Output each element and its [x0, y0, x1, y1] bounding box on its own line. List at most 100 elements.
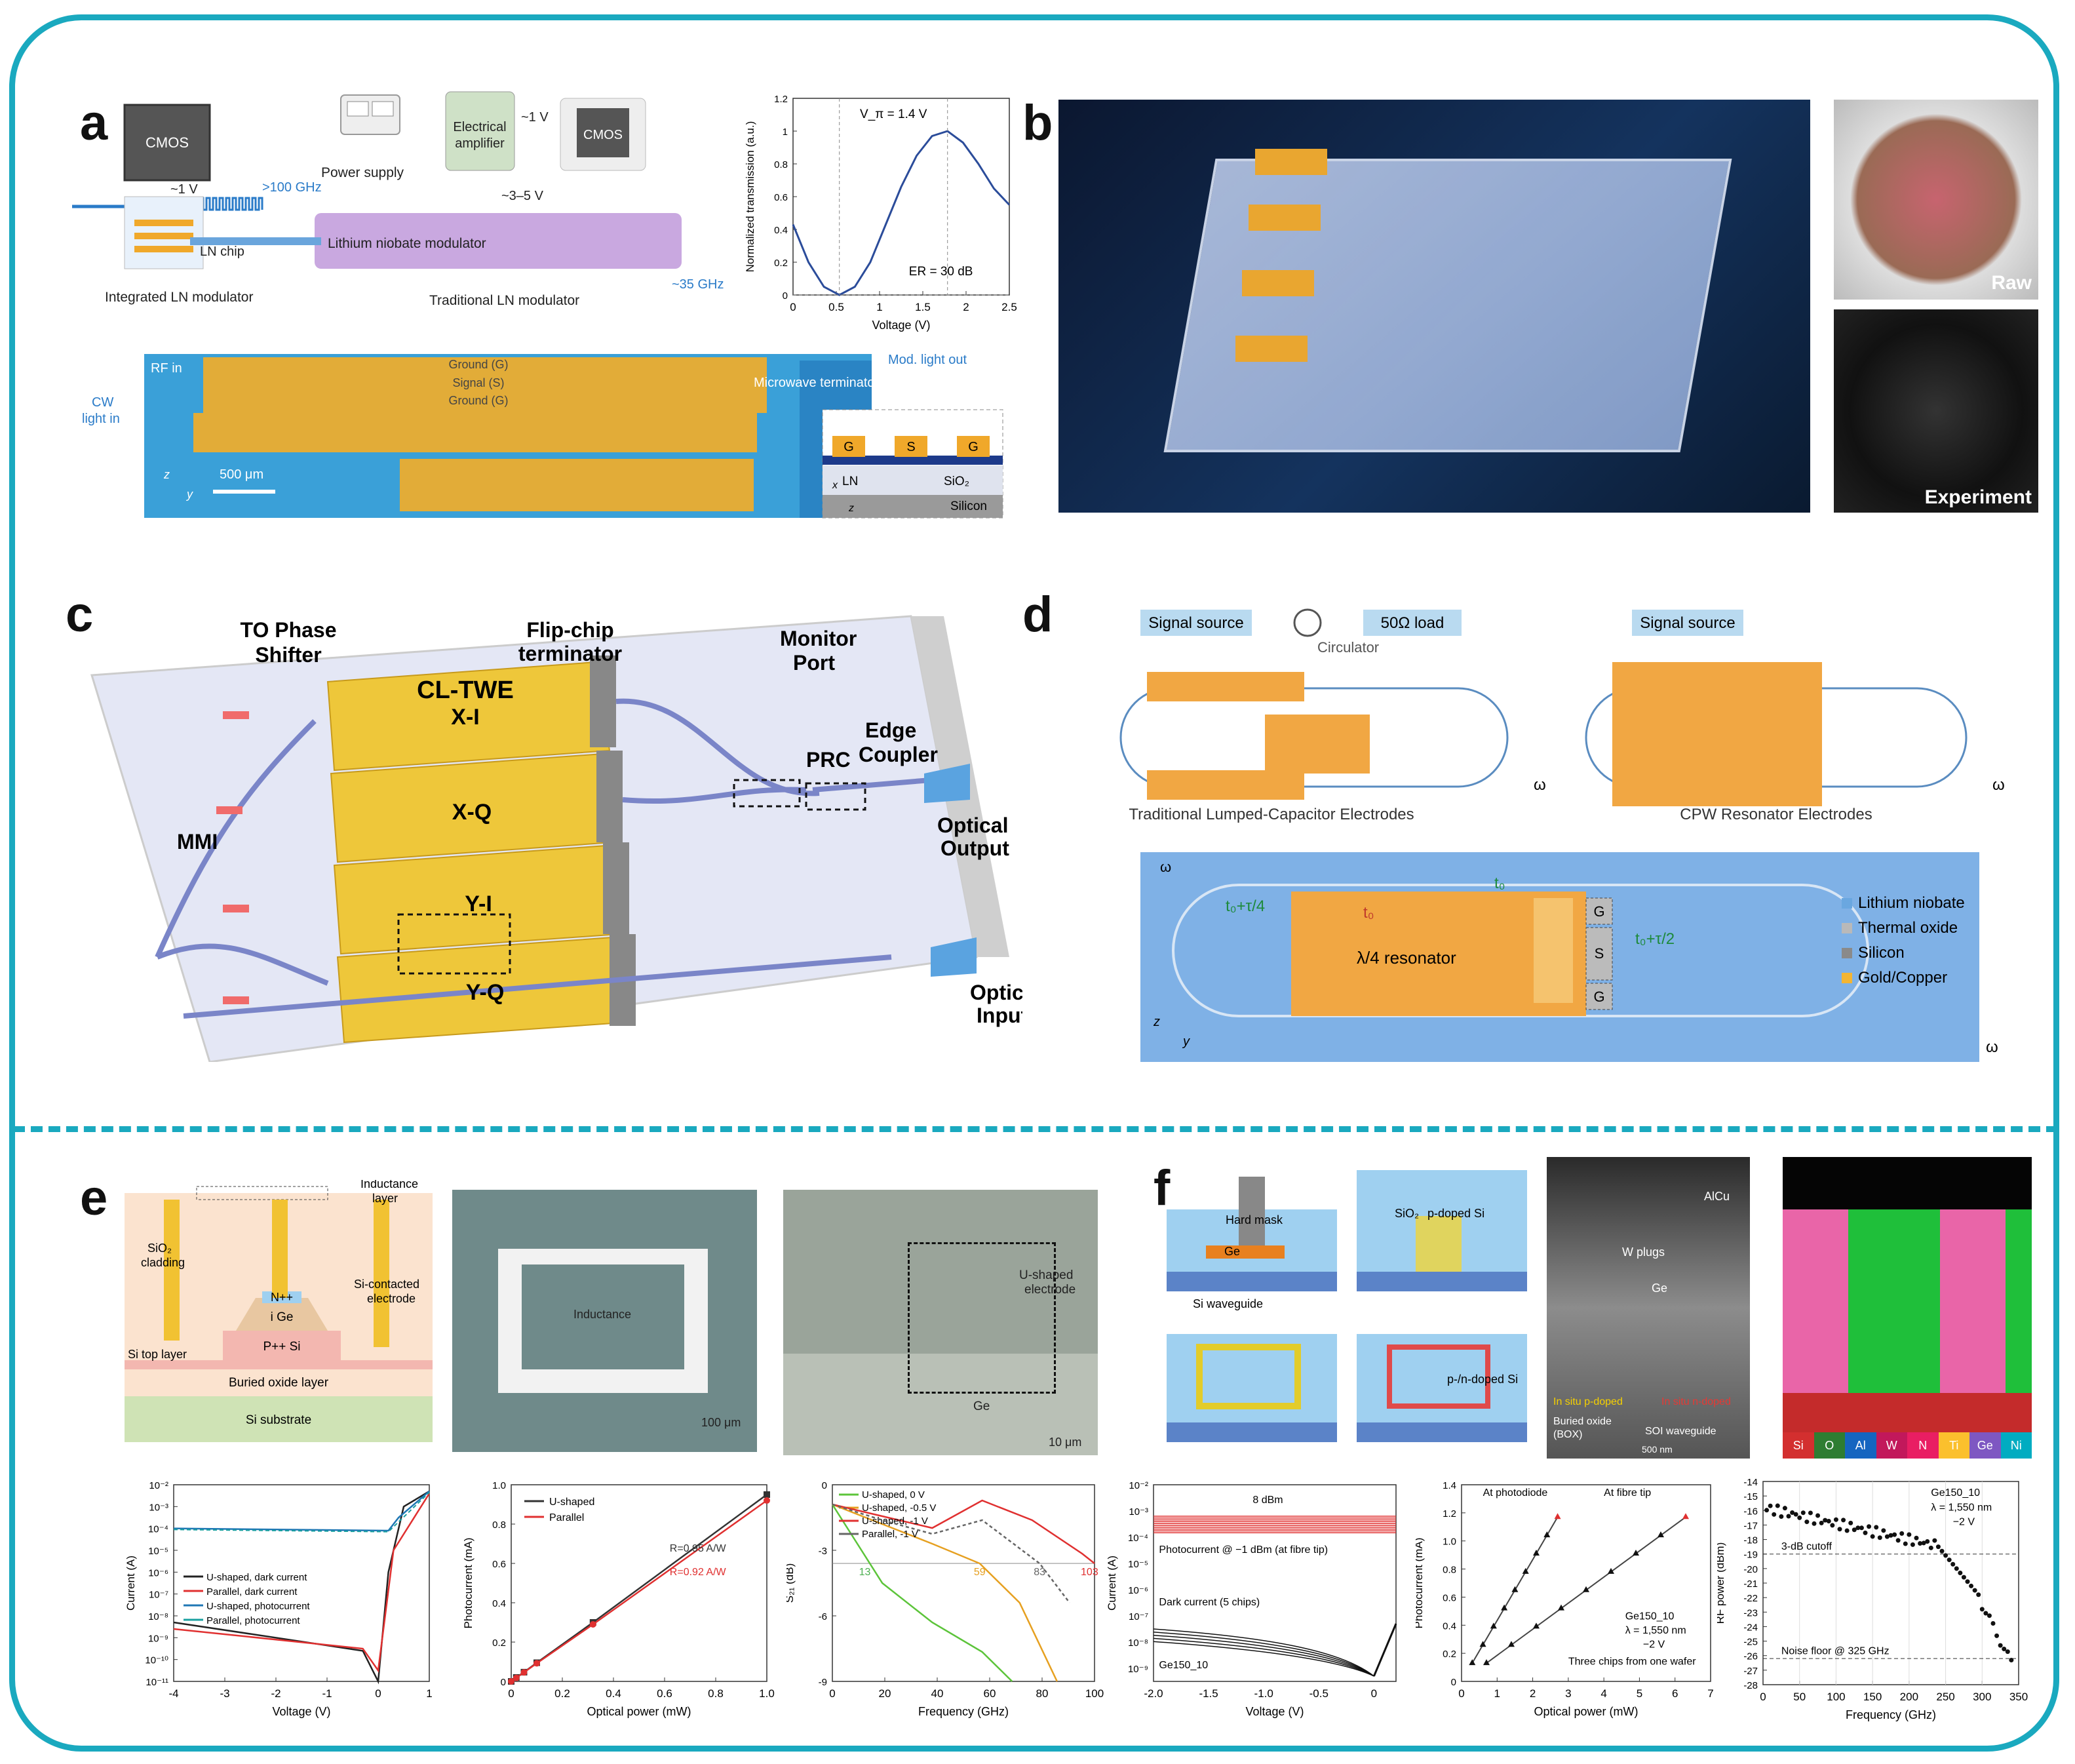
n-plus-plus: N++ — [271, 1291, 293, 1304]
transmission-curve — [792, 130, 1011, 296]
y-tick-label: -24 — [1743, 1622, 1758, 1633]
rf-point — [1972, 1588, 1977, 1593]
y-tick-label: 0 — [501, 1677, 506, 1688]
x-axis-label: Voltage (V) — [272, 1705, 330, 1718]
rf-point — [2009, 1657, 2014, 1662]
cross-silicon: Silicon — [950, 500, 987, 513]
y-tick-label: 0.2 — [774, 258, 788, 269]
omega-1: ω — [1534, 776, 1546, 794]
scale-bar-500um: 500 μm — [220, 467, 263, 482]
legend-text: Parallel — [549, 1512, 584, 1523]
y-tick-label: 10⁻⁸ — [148, 1611, 168, 1622]
u-shaped-1: U-shaped — [1019, 1268, 1074, 1282]
ge-label: Ge — [973, 1400, 990, 1413]
y-tick-label: -23 — [1743, 1607, 1758, 1618]
optical-input-1: Optical — [970, 981, 1022, 1004]
rf-point — [1841, 1518, 1846, 1523]
y-tick-label: 10⁻⁵ — [1128, 1559, 1148, 1570]
x-tick-label: -1 — [322, 1687, 332, 1700]
plot-frame — [1153, 1484, 1397, 1682]
rf-point — [1943, 1553, 1949, 1558]
y-tick-label: -25 — [1743, 1637, 1758, 1648]
monitor-1: Monitor — [780, 627, 857, 650]
rf-point — [1950, 1561, 1956, 1567]
sem-image: AlCu W plugs Ge In situ p-doped In situ … — [1547, 1157, 1750, 1459]
rf-point — [1990, 1620, 1996, 1626]
data-triangle — [1554, 1513, 1561, 1519]
x-tick-label: 50 — [1793, 1691, 1806, 1703]
legend-swatch — [1842, 948, 1852, 958]
y-tick-label: 1 — [783, 127, 788, 138]
y-tick-label: 1.2 — [1443, 1508, 1456, 1519]
s21-curve — [831, 1504, 1013, 1682]
cw-label-1: CW — [92, 395, 113, 410]
x-axis-label: Voltage (V) — [1245, 1705, 1304, 1718]
rf-point — [1899, 1531, 1905, 1536]
legend-text: U-shaped — [549, 1497, 594, 1508]
xi-label: X-I — [451, 705, 479, 730]
rf-point — [1786, 1514, 1791, 1519]
bandwidth-35ghz: ~35 GHz — [672, 277, 724, 292]
panel-d-electrodes: Signal source 50Ω load Circulator Tradit… — [1119, 608, 2005, 1062]
legend-text: U-shaped, -0.5 V — [862, 1502, 936, 1514]
bandwidth-mark: 59 — [974, 1567, 986, 1578]
rf-point — [1790, 1510, 1795, 1516]
box-1: Buried oxide — [1553, 1416, 1612, 1427]
x-tick-label: 0 — [1458, 1687, 1464, 1700]
y-tick-label: 10⁻⁹ — [148, 1633, 168, 1644]
x-tick-label: 0 — [375, 1687, 381, 1700]
edge-2: Coupler — [859, 743, 938, 766]
y-tick-label: 10⁻⁴ — [1128, 1533, 1148, 1544]
voltage-1v-b: ~1 V — [521, 110, 549, 125]
cross-g2: G — [968, 440, 979, 454]
signal-source-1: Signal source — [1148, 614, 1243, 632]
in-situ-p: In situ p-doped — [1553, 1396, 1623, 1407]
i-ge: i Ge — [271, 1310, 294, 1324]
cmos-label-2: CMOS — [583, 128, 623, 142]
rf-point — [1863, 1530, 1868, 1535]
x-tick-label: 0.5 — [828, 301, 844, 313]
dark-current-line — [1153, 1628, 1374, 1677]
rf-point — [1976, 1592, 1981, 1597]
pc-point-circle — [520, 1669, 528, 1676]
rf-point — [1935, 1544, 1941, 1550]
x-tick-label: 0.6 — [657, 1687, 672, 1700]
box-2: (BOX) — [1553, 1429, 1583, 1440]
yq-label: Y-Q — [466, 980, 505, 1005]
scale-10um: 10 μm — [1049, 1436, 1082, 1449]
x-axis-label: Optical power (mW) — [1534, 1705, 1638, 1718]
rf-point — [1881, 1528, 1886, 1533]
rf-point — [1867, 1524, 1872, 1529]
y-tick-label: -19 — [1743, 1550, 1758, 1561]
x-tick-label: 4 — [1600, 1687, 1606, 1700]
y-tick-label: 0 — [783, 290, 788, 302]
plot-frame — [792, 98, 1010, 296]
inductance-label: Inductance — [573, 1308, 632, 1321]
y-tick-label: 10⁻⁹ — [1128, 1664, 1148, 1675]
responsivity-1: R=0.95 A/W — [670, 1543, 727, 1554]
traditional-modulator-label: Traditional LN modulator — [429, 293, 579, 308]
y-tick-label: 10⁻⁷ — [1129, 1611, 1148, 1622]
y-tick-label: 10⁻¹⁰ — [145, 1655, 168, 1666]
legend-text: U-shaped, dark current — [206, 1572, 307, 1583]
experiment-label: Experiment — [1924, 486, 2032, 508]
bandwidth-mark: 83 — [1034, 1567, 1045, 1578]
res-g1: G — [1593, 903, 1604, 920]
s21-curve — [832, 1503, 1058, 1682]
x-tick-label: 2 — [1530, 1687, 1536, 1700]
rf-point — [1884, 1534, 1890, 1539]
data-triangle — [1583, 1586, 1589, 1592]
pc-point-square — [764, 1491, 770, 1498]
t0-tau4: t₀+τ/4 — [1226, 897, 1265, 915]
pn-doped-si: p-/n-doped Si — [1447, 1373, 1518, 1386]
dark-current-line — [1153, 1634, 1374, 1677]
y-tick-label: 0.2 — [492, 1637, 506, 1649]
y-tick-label: 10⁻¹¹ — [145, 1677, 168, 1688]
rf-point — [1804, 1519, 1810, 1525]
d-axis-y: y — [1182, 1034, 1190, 1049]
ground-bottom: Ground (G) — [448, 394, 508, 407]
legend-text: U-shaped, photocurrent — [206, 1601, 310, 1612]
inductance-layer-1: Inductance — [360, 1180, 418, 1190]
